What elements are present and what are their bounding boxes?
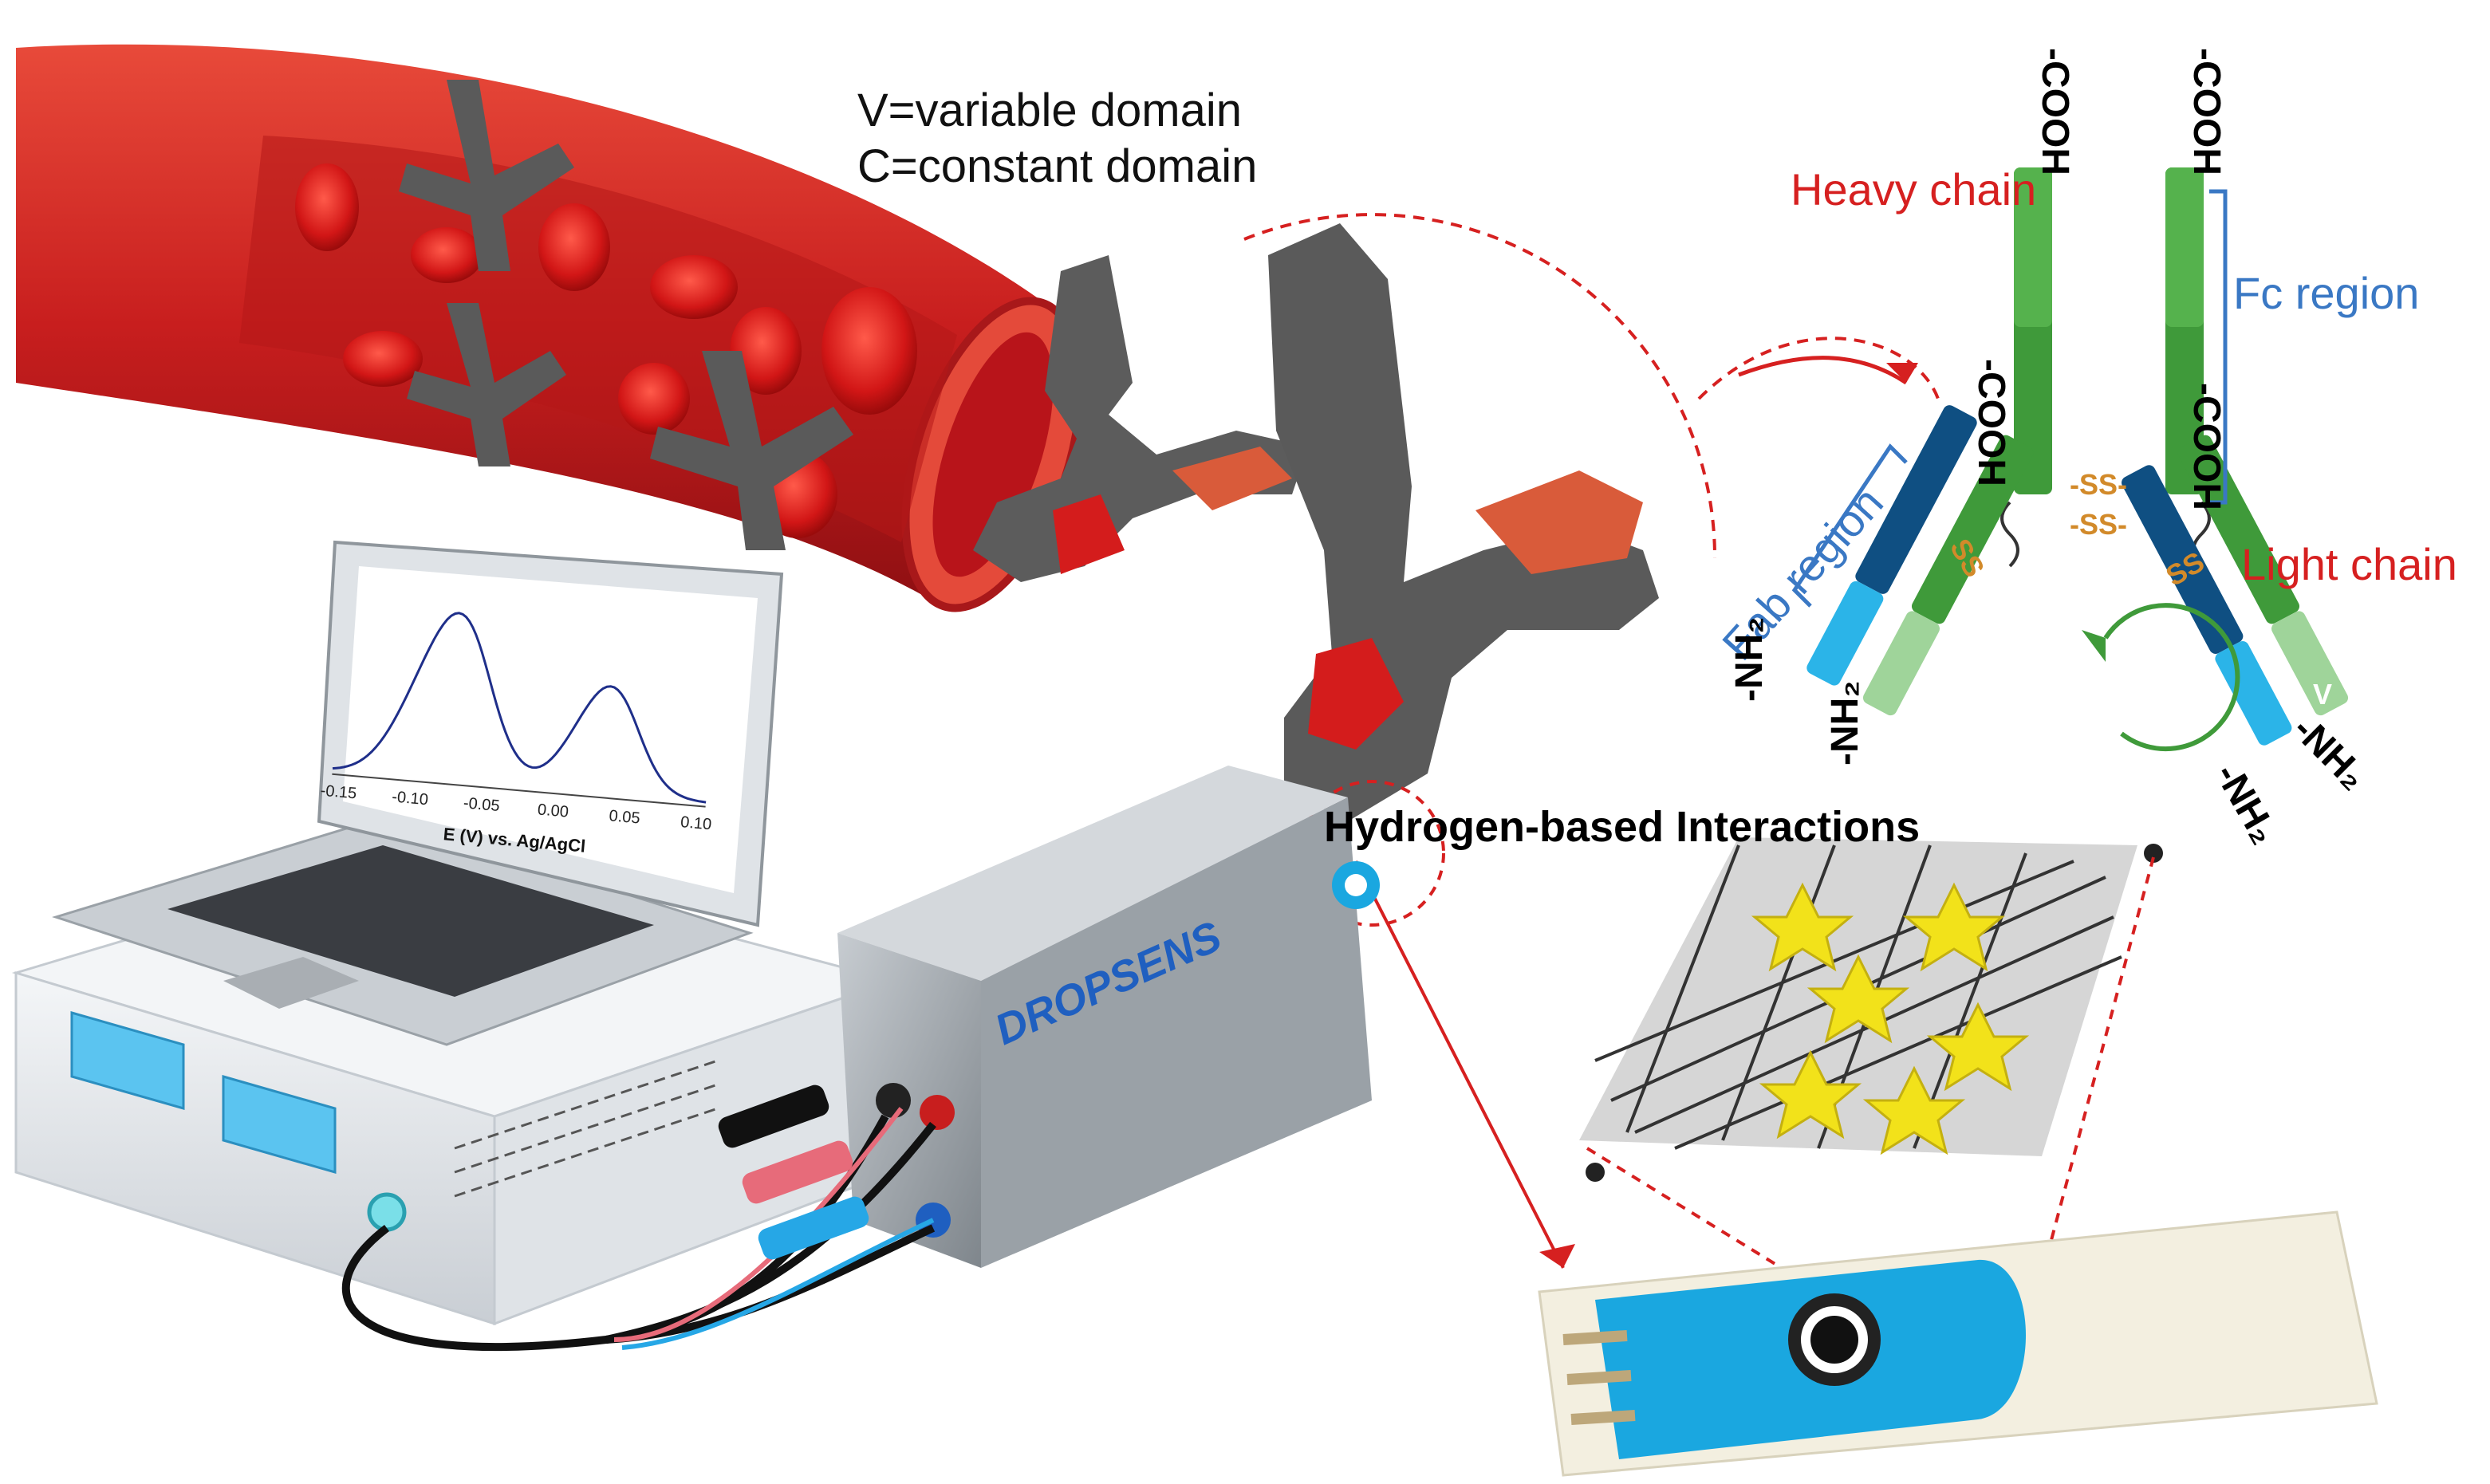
plot-tick-labels: -0.15 -0.10 -0.05 0.00 0.05 0.10 xyxy=(320,782,712,834)
cable-plugs xyxy=(718,1084,869,1260)
plot-xlabel: E (V) vs. Ag/AgCl xyxy=(443,824,586,856)
constant-domain-marker-1: C xyxy=(2082,215,2102,248)
disulfide-bond-2: -SS- xyxy=(2070,508,2127,541)
cooh-terminal-light-right: -COOH xyxy=(2185,383,2228,510)
heavy-chain-label: Heavy chain xyxy=(1791,164,2037,215)
plot-tick-label: 0.00 xyxy=(537,801,569,821)
red-blood-cells xyxy=(295,163,917,538)
antibody-molecule-small xyxy=(399,80,853,550)
legend-constant-domain: C=constant domain xyxy=(857,140,1258,192)
fc-region-label: Fc region xyxy=(2233,268,2420,318)
constant-domain-marker-2: C xyxy=(2233,215,2254,248)
zoom-circle-arc xyxy=(1243,213,1717,559)
plot-x-axis xyxy=(332,773,706,808)
gold-nanoparticles xyxy=(1751,882,2030,1155)
variable-domain-marker-2: V xyxy=(2313,678,2333,711)
antibody-molecule-large xyxy=(1268,223,1659,821)
legend-variable-domain: V=variable domain xyxy=(857,85,1243,136)
cooh-terminal-light-left: -COOH xyxy=(1970,359,2012,486)
potentiostat-box xyxy=(837,766,1380,1268)
plot-curve xyxy=(332,612,707,804)
screen-printed-electrode xyxy=(1538,1210,2378,1477)
cooh-terminal-heavy-left: -COOH xyxy=(2034,48,2076,175)
variable-domain-marker-1: V xyxy=(1817,588,1837,621)
nh2-terminal-left-2: -NH₂ xyxy=(1824,680,1866,766)
plot-tick-label: 0.10 xyxy=(680,813,712,833)
antibody-schematic xyxy=(1697,167,2349,752)
voltammogram-plot: -0.15 -0.10 -0.05 0.00 0.05 0.10 E (V) vs. Ag… xyxy=(320,612,712,856)
plot-tick-label: -0.05 xyxy=(463,794,500,815)
hydrogen-interactions-label: Hydrogen-based Interactions xyxy=(1324,803,1921,851)
zoom-circle-electrode xyxy=(1298,780,1445,927)
curved-arrow xyxy=(1738,356,1908,385)
disulfide-bond-1: -SS- xyxy=(2070,468,2127,501)
antibody-molecule-medium xyxy=(973,255,1308,582)
rotation-arrow xyxy=(2103,603,2240,752)
light-chain-label: Light chain xyxy=(2241,539,2457,589)
plot-tick-label: 0.05 xyxy=(609,807,641,827)
nh2-terminal-left-1: -NH₂ xyxy=(1728,616,1771,702)
laptop xyxy=(52,540,784,1046)
cooh-terminal-heavy-right: -COOH xyxy=(2185,48,2228,175)
graphene-sheet xyxy=(1579,837,2163,1182)
plot-tick-label: -0.10 xyxy=(391,788,428,809)
plot-tick-label: -0.15 xyxy=(320,782,357,803)
